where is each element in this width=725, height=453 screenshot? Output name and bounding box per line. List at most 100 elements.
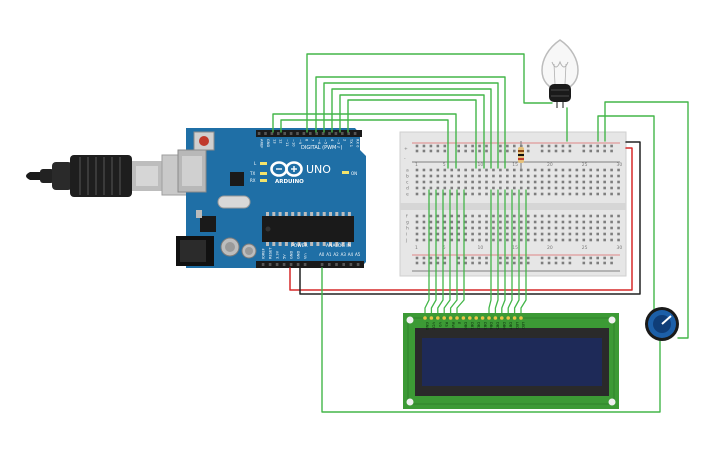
breadboard-hole [575, 220, 579, 224]
breadboard-hole [436, 232, 440, 236]
digital-pin-label: 4 [330, 139, 334, 142]
rail-hole [471, 261, 474, 265]
breadboard-hole [533, 238, 537, 242]
breadboard-hole [561, 220, 565, 224]
breadboard-hole [533, 168, 537, 172]
breadboard-hole [526, 168, 530, 172]
breadboard-hole [540, 238, 544, 242]
usb-cable [26, 154, 197, 197]
breadboard-hole [450, 238, 454, 242]
power-pin-label: IOREF [262, 248, 266, 259]
breadboard-hole [513, 220, 516, 224]
breadboard-hole [617, 232, 620, 236]
breadboard-hole [492, 180, 495, 184]
rail-hole [568, 149, 572, 153]
breadboard-hole [443, 232, 447, 236]
breadboard-hole [519, 214, 523, 218]
breadboard-hole [471, 174, 474, 178]
led-tx-label: TX [249, 171, 255, 176]
breadboard-hole [568, 232, 572, 236]
breadboard-hole [547, 226, 551, 230]
rail-hole [415, 256, 419, 260]
breadboard-hole [485, 168, 488, 172]
breadboard-hole [422, 174, 426, 178]
breadboard-hole [415, 214, 419, 218]
breadboard-hole [533, 214, 537, 218]
breadboard-hole [471, 238, 474, 242]
rail-hole [457, 256, 460, 260]
breadboard-hole [526, 214, 530, 218]
breadboard-hole [582, 186, 586, 190]
breadboard-hole [492, 232, 495, 236]
breadboard-hole [415, 168, 419, 172]
lcd-pin [487, 316, 491, 320]
column-number: 25 [582, 162, 588, 168]
digital-pin-hole [309, 132, 312, 135]
breadboard-hole [422, 192, 426, 196]
breadboard-hole [443, 214, 447, 218]
row-letter: a [406, 169, 409, 174]
breadboard-hole [443, 168, 447, 172]
breadboard-hole [589, 238, 593, 242]
breadboard-hole [589, 174, 593, 178]
digital-pin-label: GND [266, 139, 270, 147]
analog-header-label: ANALOG IN [326, 243, 351, 249]
analog-pin-hole [320, 263, 324, 266]
rail-hole [610, 261, 613, 265]
breadboard-hole [617, 226, 620, 230]
breadboard-hole [485, 174, 488, 178]
rail-hole [547, 144, 551, 148]
breadboard-hole [603, 238, 606, 242]
breadboard-hole [457, 192, 460, 196]
breadboard-hole [478, 238, 481, 242]
breadboard-hole [526, 174, 530, 178]
lcd-pin-label: VCC [432, 322, 436, 330]
breadboard-hole [464, 232, 467, 236]
rail-hole [540, 261, 544, 265]
breadboard-hole [471, 232, 474, 236]
analog-pin-label: A1 [326, 252, 332, 257]
breadboard-hole [617, 220, 620, 224]
row-letter: g [406, 221, 409, 226]
breadboard-hole [422, 180, 426, 184]
breadboard-hole [436, 180, 440, 184]
power-pin-hole [268, 263, 272, 266]
breadboard-hole [540, 186, 544, 190]
breadboard-hole [589, 192, 593, 196]
lcd-pin-label: GND [425, 322, 429, 330]
rail-hole [526, 149, 530, 153]
breadboard-hole [499, 186, 502, 190]
rail-hole [582, 261, 586, 265]
breadboard-hole [596, 232, 599, 236]
power-pin-label: 3.3V [276, 250, 280, 259]
breadboard-hole [533, 226, 537, 230]
analog-pin-label: A4 [348, 252, 354, 257]
breadboard-hole [568, 180, 572, 184]
rail-hole [513, 149, 516, 153]
breadboard-hole [603, 232, 606, 236]
rail-hole [485, 149, 488, 153]
digital-pin-hole [270, 132, 274, 135]
breadboard-hole [582, 168, 586, 172]
breadboard-hole [617, 174, 620, 178]
breadboard-hole [617, 238, 620, 242]
column-number: 30 [617, 245, 623, 251]
breadboard-hole [568, 174, 572, 178]
breadboard-hole [485, 238, 488, 242]
breadboard-hole [450, 192, 454, 196]
breadboard-hole [519, 192, 523, 196]
breadboard-hole [485, 232, 488, 236]
power-pin-label: 5V [283, 254, 287, 259]
rail-hole [478, 149, 481, 153]
board-model: UNO [306, 163, 331, 176]
column-number: 30 [617, 162, 623, 168]
breadboard-hole [575, 186, 579, 190]
digital-pin-label: AREF [260, 139, 264, 148]
digital-pin-label: 13 [272, 139, 276, 144]
lcd-pin-label: LED [521, 322, 525, 329]
rail-hole [506, 149, 509, 153]
breadboard-hole [596, 174, 599, 178]
rail-hole [561, 144, 565, 148]
breadboard-hole [443, 220, 447, 224]
breadboard-hole [568, 186, 572, 190]
